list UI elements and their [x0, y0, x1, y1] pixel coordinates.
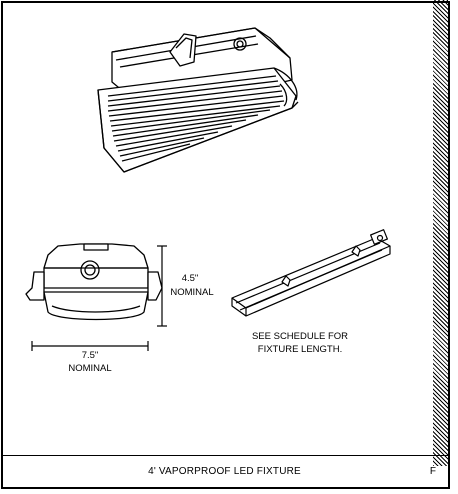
width-dimension-value: 7.5"	[81, 350, 99, 361]
hatched-margin	[433, 0, 448, 466]
schedule-note-line2: FIXTURE LENGTH.	[257, 344, 343, 355]
height-dimension-note: NOMINAL	[170, 287, 214, 298]
drawing-title: 4' VAPORPROOF LED FIXTURE	[148, 466, 301, 477]
sheet-border	[1, 1, 450, 489]
sheet-letter: F	[429, 466, 436, 477]
fixture-end-view	[25, 243, 163, 321]
title-block: 4' VAPORPROOF LED FIXTURE F	[1, 455, 448, 488]
schedule-note-line1: SEE SCHEDULE FOR	[251, 331, 349, 342]
height-dimension	[157, 245, 167, 327]
fixture-perspective-large	[97, 27, 299, 173]
width-dimension-note: NOMINAL	[68, 363, 112, 374]
height-dimension-value: 4.5"	[181, 273, 199, 284]
fixture-perspective-small	[231, 229, 391, 317]
width-dimension	[31, 341, 149, 351]
